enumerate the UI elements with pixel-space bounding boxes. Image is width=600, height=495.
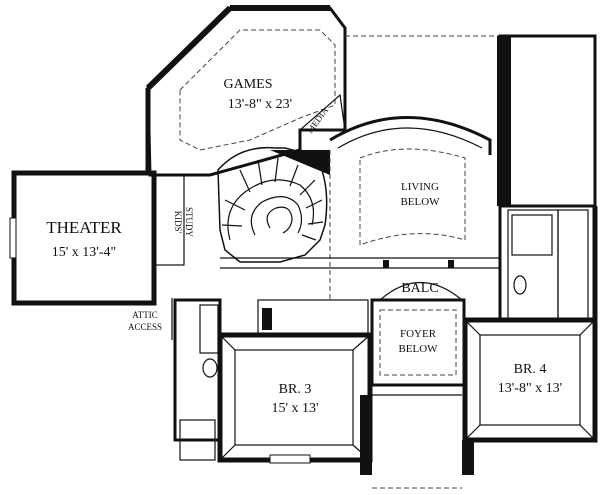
entry-wall-right [462, 440, 474, 475]
kids-study-label-2: STUDY [184, 207, 194, 238]
br4-size: 13'-8" x 13' [498, 381, 562, 396]
bedroom-3: BR. 3 15' x 13' [217, 332, 373, 463]
foyer-label: FOYER [400, 328, 437, 340]
open-to-below-outline [345, 35, 501, 130]
spiral-stair [217, 146, 330, 263]
theater-room: THEATER 15' x 13'-4" [9, 170, 157, 306]
bath-left [173, 298, 222, 442]
balcony-rail [220, 257, 500, 269]
balcony: BALC [379, 281, 463, 301]
games-room: GAMES 13'-8" x 23' [145, 5, 347, 177]
theater-label: THEATER [46, 218, 122, 237]
kids-study-label: KIDS' [173, 211, 183, 234]
bath-right [507, 209, 559, 321]
theater-size: 15' x 13'-4" [52, 245, 116, 260]
games-size: 13'-8" x 23' [228, 97, 292, 112]
balc-label: BALC [401, 281, 438, 296]
bedroom-4: BR. 4 13'-8" x 13' [462, 317, 598, 443]
right-wing-thick-wall [497, 36, 511, 206]
living-below-label: BELOW [400, 196, 440, 208]
br3-label: BR. 3 [279, 382, 312, 397]
foyer-below: FOYER BELOW [370, 298, 466, 387]
br3-size: 15' x 13' [271, 401, 318, 416]
right-wing-wall [498, 34, 597, 208]
foyer-below-label: BELOW [398, 343, 438, 355]
closet-br3 [257, 299, 369, 336]
entry-wall-left [360, 395, 372, 475]
games-label: GAMES [223, 77, 272, 92]
attic-label: ATTIC [132, 310, 158, 320]
living-label: LIVING [401, 181, 439, 193]
br4-label: BR. 4 [514, 362, 547, 377]
attic-access: ATTIC ACCESS [128, 298, 173, 340]
attic-access-label: ACCESS [128, 322, 162, 332]
living-below-area: LIVING BELOW [329, 116, 492, 300]
kids-study: KIDS' STUDY [153, 174, 194, 266]
